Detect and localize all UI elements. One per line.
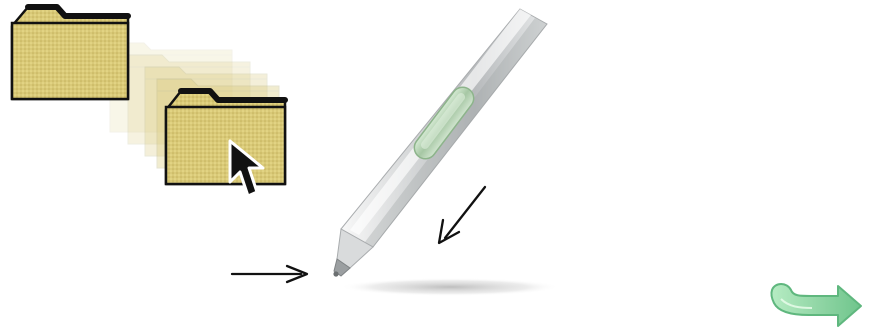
arrow-right-icon bbox=[232, 266, 307, 282]
next-arrow-icon bbox=[771, 284, 861, 326]
pen-shadow bbox=[340, 278, 560, 296]
folder-icon bbox=[12, 7, 128, 99]
arrow-down-left-icon bbox=[439, 187, 485, 243]
folder-icon bbox=[166, 91, 285, 184]
